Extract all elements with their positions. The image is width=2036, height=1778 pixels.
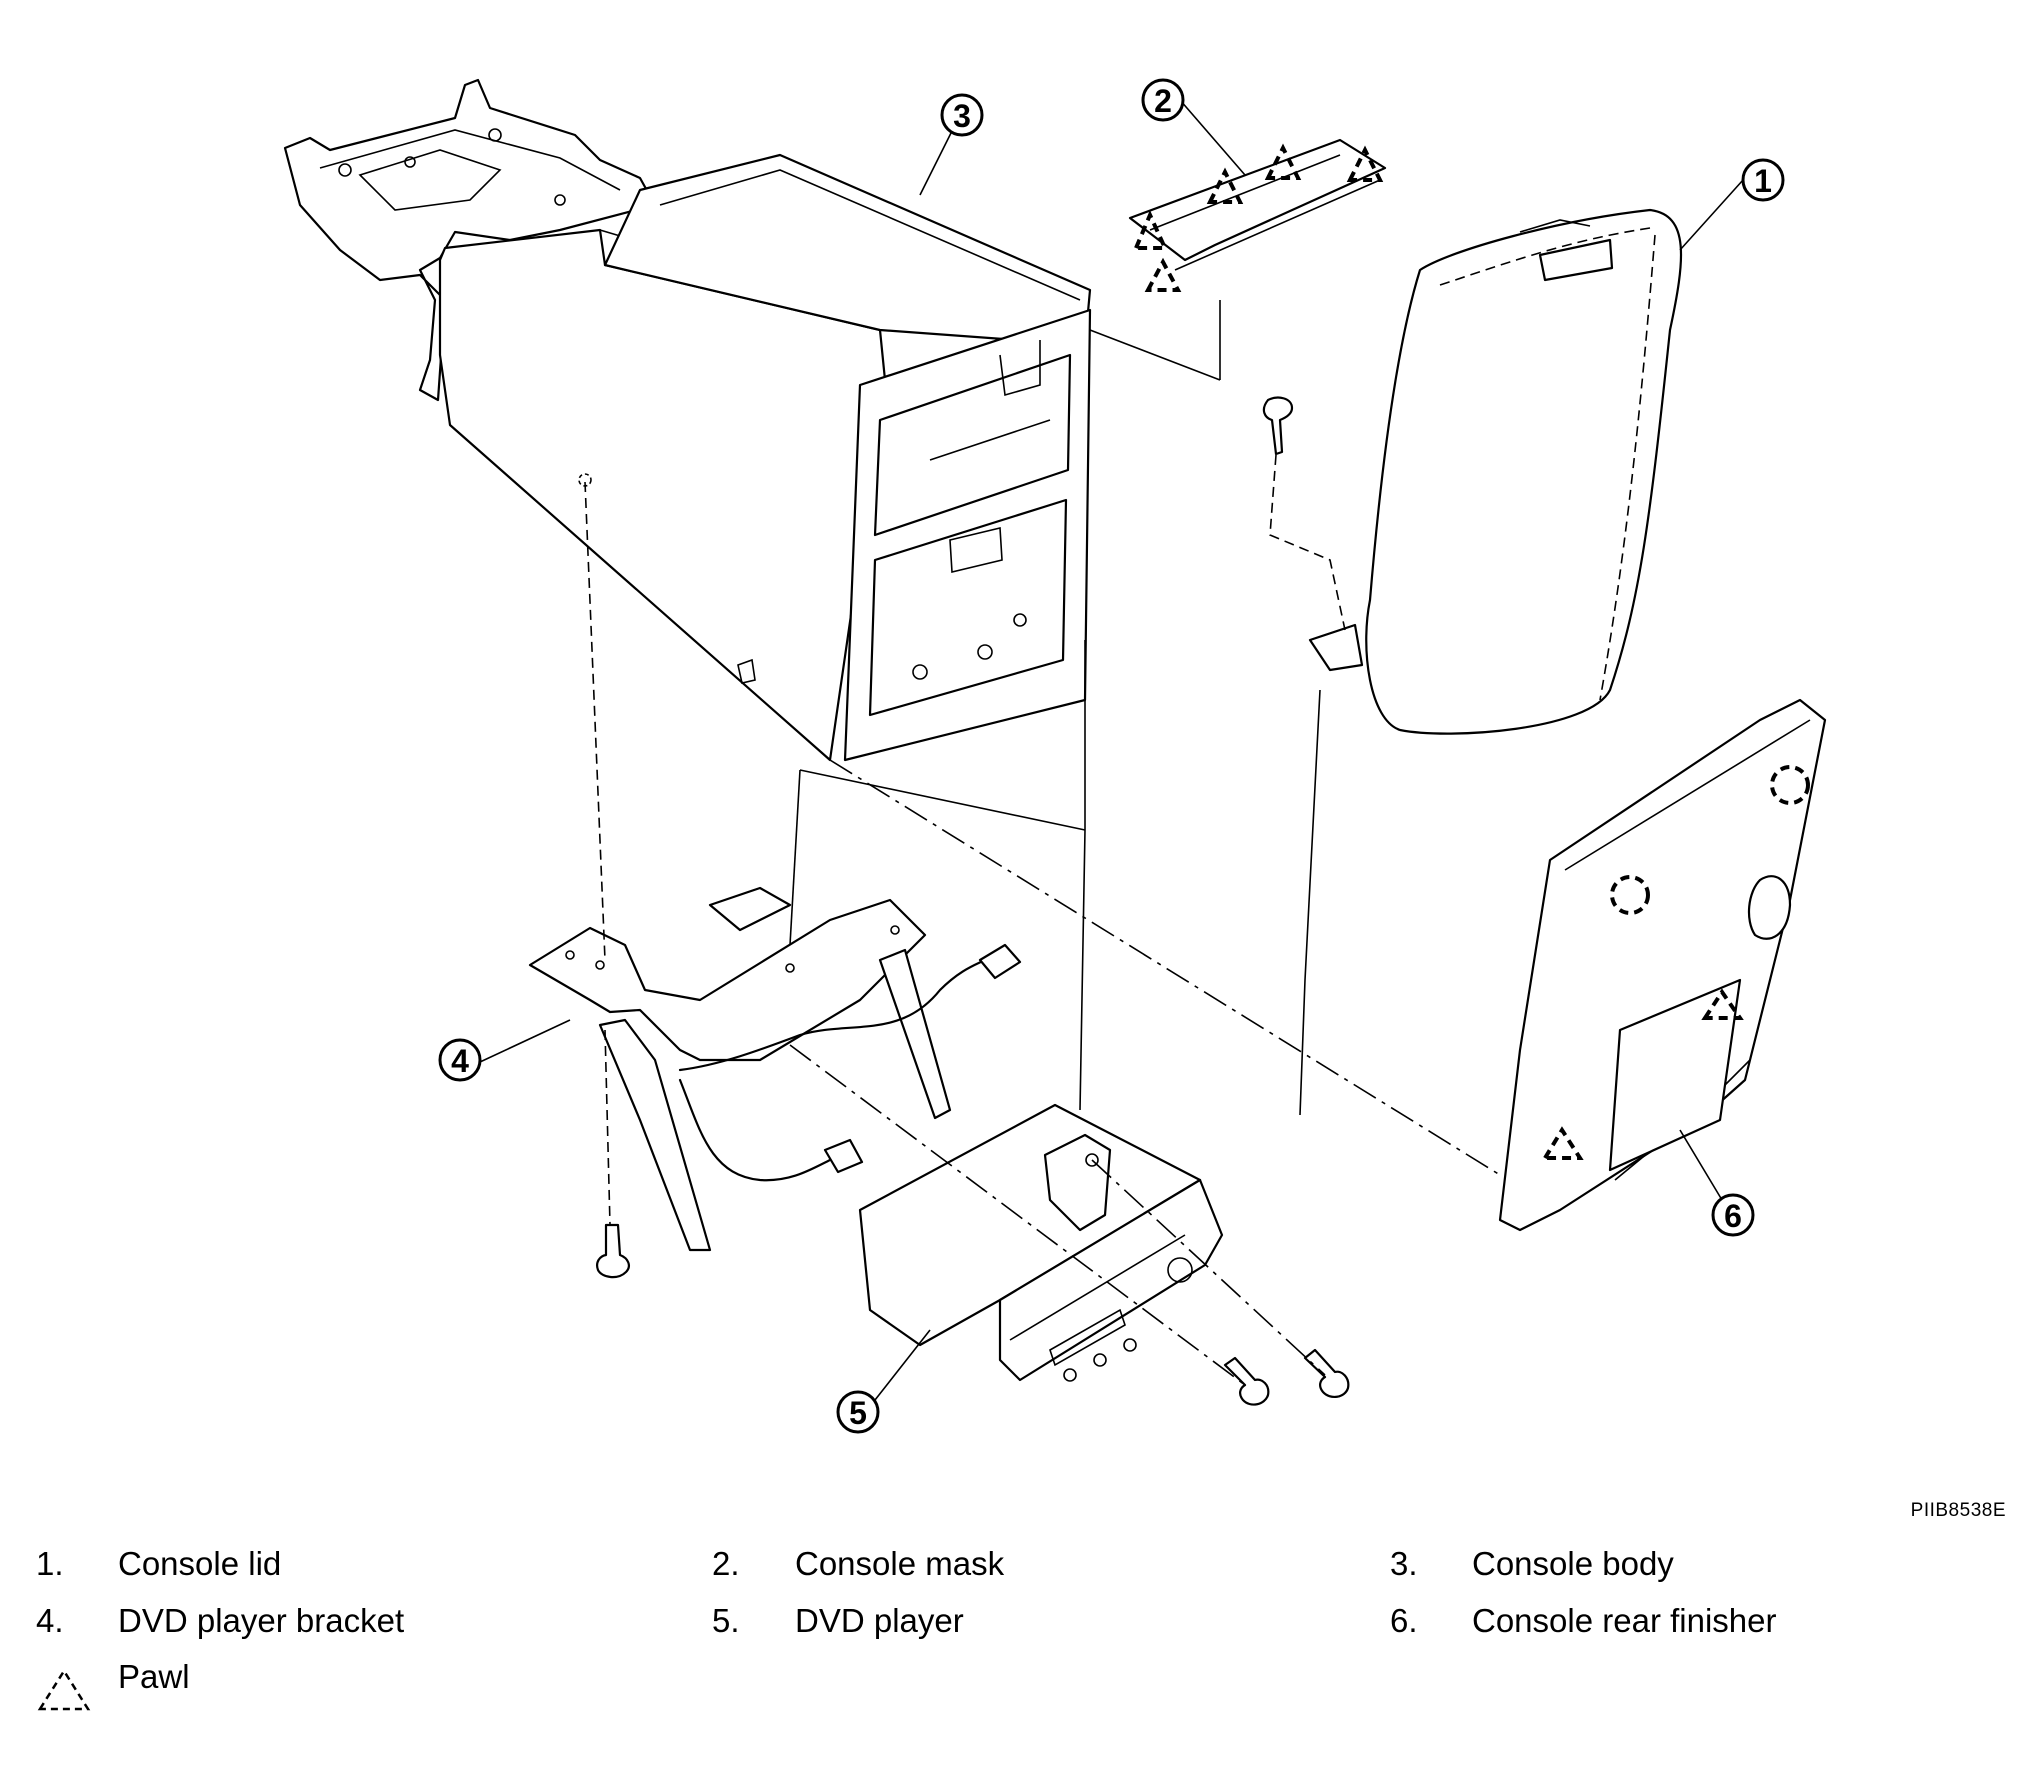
screw-icon [1303, 1348, 1350, 1398]
callout-4-label: 4 [451, 1043, 469, 1079]
legend-label-dvd-player: DVD player [795, 1602, 964, 1639]
legend-number: 4. [36, 1602, 64, 1639]
screw-icon [1262, 396, 1294, 456]
callout-1-label: 1 [1754, 163, 1772, 199]
callout-2-label: 2 [1154, 83, 1172, 119]
legend-number: 6. [1390, 1602, 1418, 1639]
console-body-part [283, 78, 1092, 762]
pawl-icon [37, 1668, 91, 1711]
console-rear-finisher-part [1498, 698, 1827, 1232]
assembly-lines [584, 300, 1501, 1386]
callout-2: 2 [1141, 78, 1185, 122]
dvd-player-part [858, 1103, 1224, 1382]
callout-3: 3 [940, 93, 984, 137]
legend-number: 1. [36, 1545, 64, 1582]
callout-5-label: 5 [849, 1395, 867, 1431]
legend-label-dvd-player-bracket: DVD player bracket [118, 1602, 405, 1639]
legend-number: 2. [712, 1545, 740, 1582]
callout-6-label: 6 [1724, 1198, 1742, 1234]
screw-icon [1223, 1356, 1270, 1406]
leader-lines [479, 99, 1744, 1401]
legend-label-console-lid: Console lid [118, 1545, 282, 1582]
exploded-view-diagram: 1 2 3 4 5 6 [283, 78, 1827, 1434]
callout-4: 4 [438, 1038, 482, 1082]
legend-label-console-rear-finisher: Console rear finisher [1472, 1602, 1777, 1639]
legend-number: 5. [712, 1602, 740, 1639]
callout-3-label: 3 [953, 98, 971, 134]
console-lid-part [1308, 208, 1683, 735]
callout-5: 5 [836, 1390, 880, 1434]
legend-label-pawl: Pawl [118, 1658, 190, 1695]
figure-code: PIIB8538E [1910, 1500, 2006, 1521]
legend-label-console-mask: Console mask [795, 1545, 1005, 1582]
legend-label-console-body: Console body [1472, 1545, 1674, 1582]
callout-1: 1 [1741, 158, 1785, 202]
legend-number: 3. [1390, 1545, 1418, 1582]
console-mask-part [1128, 138, 1387, 292]
screw-icon [596, 1223, 630, 1279]
callout-6: 6 [1711, 1193, 1755, 1237]
dvd-player-bracket-part [528, 886, 1022, 1252]
